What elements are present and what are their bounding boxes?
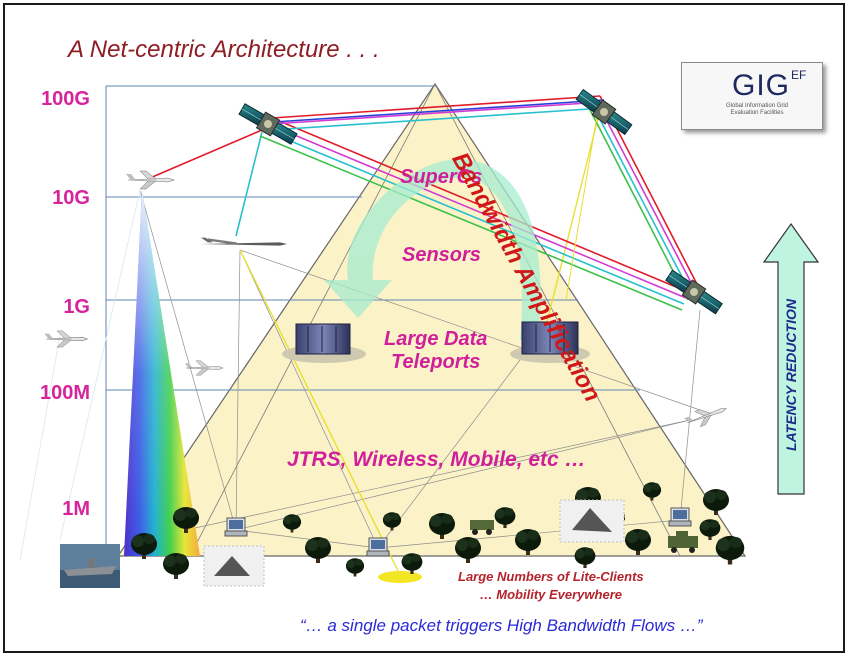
latency-reduction-text: LATENCY REDUCTION: [783, 299, 799, 451]
axis-label-100m: 100M: [39, 382, 90, 404]
server-rack-icon: [282, 323, 366, 363]
aircraft-icon: [43, 330, 89, 348]
server-rack-icon: [510, 321, 590, 363]
military-vehicle-icon: [668, 531, 698, 553]
laptop-icon: [668, 507, 692, 527]
ship-icon: [60, 544, 120, 588]
axis-label-1m: 1M: [62, 498, 90, 520]
gig-logo-subtitle: Global Information Grid Evaluation Facil…: [702, 103, 812, 117]
jtrs-label: JTRS, Wireless, Mobile, etc …: [287, 448, 586, 471]
axis-label-1g: 1G: [63, 296, 90, 318]
gig-logo-superscript: EF: [791, 68, 807, 82]
bandwidth-loop-arrow: [324, 159, 541, 340]
slide-frame: [3, 3, 845, 653]
gig-subtitle-line2: Evaluation Facilities: [730, 110, 784, 116]
ground-spot: [378, 571, 422, 583]
satellite-links: [149, 95, 701, 311]
mobility-line: … Mobility Everywhere: [479, 587, 622, 602]
page-title: A Net-centric Architecture . . .: [68, 36, 380, 63]
satellite-icon: [573, 86, 635, 138]
laptop-icon: [366, 537, 390, 557]
bandwidth-pyramid: [116, 82, 747, 557]
military-vehicle-icon: [470, 520, 494, 535]
axis-label-100g: 100G: [41, 88, 90, 110]
yellow-link: [239, 109, 601, 576]
gig-logo-text: GIG: [732, 69, 791, 102]
lite-clients-caption: Large Numbers of Lite-Clients … Mobility…: [458, 568, 644, 604]
large-data-teleports-label: Large Data Teleports: [384, 328, 487, 374]
bottom-quote: “… a single packet triggers High Bandwid…: [300, 616, 703, 635]
laptop-icon: [224, 517, 248, 537]
aircraft-icon: [184, 360, 224, 376]
large-data-label: Large Data: [384, 328, 488, 350]
aircraft-icon: [125, 170, 175, 190]
sensors-label: Sensors: [402, 244, 481, 266]
latency-arrow: [762, 222, 820, 495]
uav-drone-icon: [200, 237, 288, 246]
teleports-label: Teleports: [391, 351, 481, 373]
latency-reduction-label: LATENCY REDUCTION: [762, 270, 820, 480]
lite-clients-line: Large Numbers of Lite-Clients: [458, 569, 644, 584]
supercs-label: SuperCs: [400, 166, 483, 188]
gig-subtitle-line1: Global Information Grid: [725, 103, 789, 109]
gig-ef-logo: GIG EF Global Information Grid Evaluatio…: [681, 62, 823, 130]
axis-label-10g: 10G: [52, 187, 90, 209]
antenna-dish-icon: [203, 499, 625, 587]
